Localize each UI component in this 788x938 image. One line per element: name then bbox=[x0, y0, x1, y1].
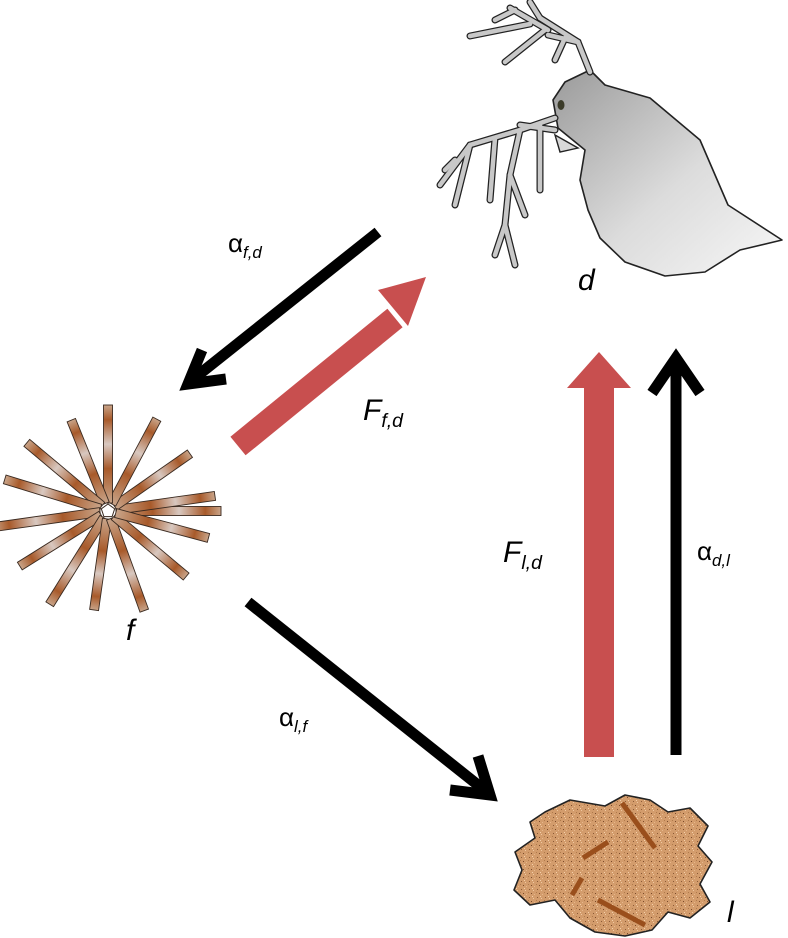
arrow-alpha-dl bbox=[647, 348, 705, 755]
node-label-f: f bbox=[126, 614, 135, 647]
node-label-d: d bbox=[578, 264, 595, 297]
arrow-F-ld bbox=[567, 352, 631, 757]
label-alpha-fd: αf,d bbox=[228, 228, 262, 262]
label-F-fd: Ff,d bbox=[363, 394, 404, 432]
litter-icon bbox=[513, 794, 713, 937]
label-alpha-dl: αd,l bbox=[697, 536, 730, 570]
arrow-alpha-fd bbox=[179, 227, 382, 391]
star-diatom-icon bbox=[0, 404, 222, 613]
arrow-F-fd bbox=[230, 277, 426, 456]
arrow-alpha-lf bbox=[244, 597, 498, 802]
label-alpha-lf: αl,f bbox=[279, 702, 308, 736]
node-label-l: l bbox=[727, 896, 734, 929]
daphnia-icon bbox=[436, 0, 783, 277]
label-F-ld: Fl,d bbox=[503, 536, 542, 574]
